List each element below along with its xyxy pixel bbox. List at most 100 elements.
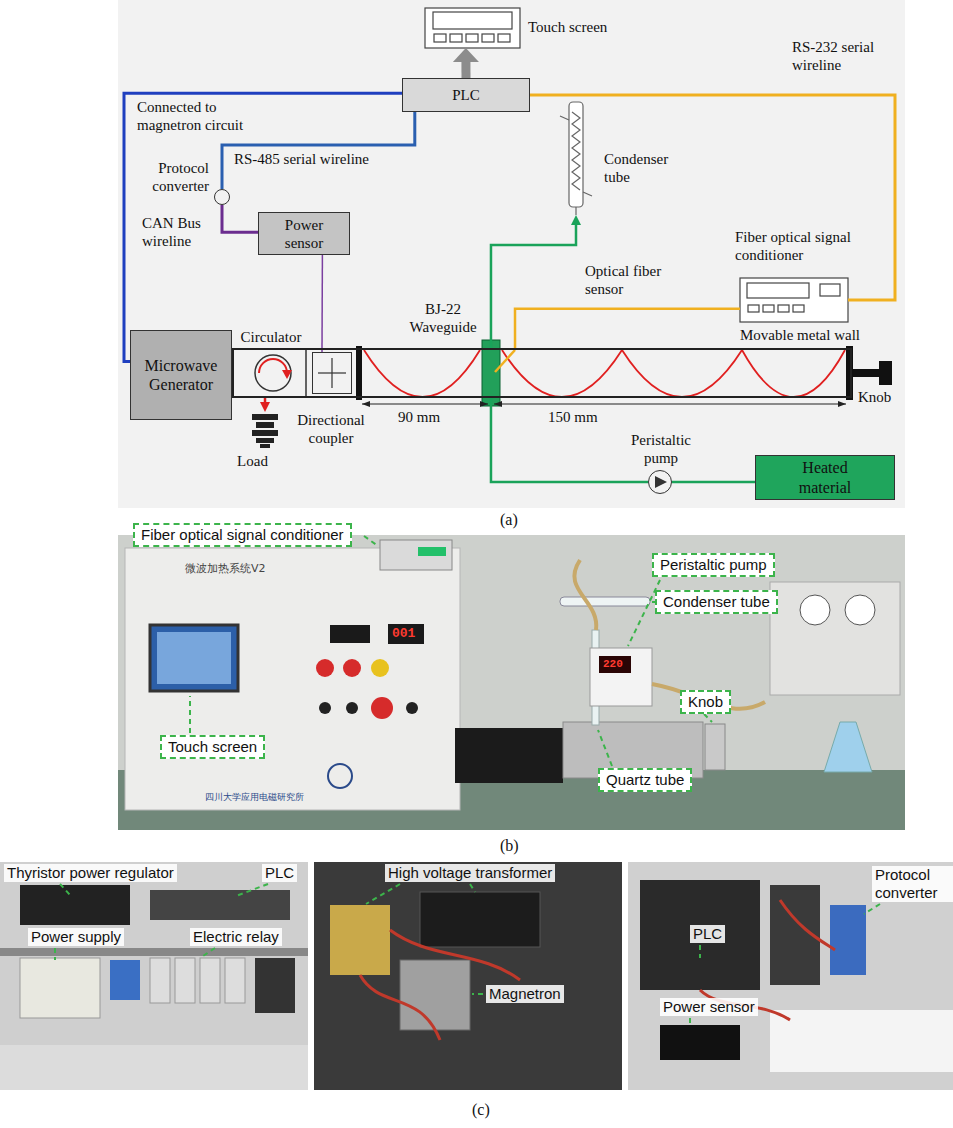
node-label: Power sensor [274,216,334,252]
generator-box: Microwave Generator [130,330,232,420]
signal-conditioner: Fiber optical signal conditioner [740,278,848,322]
photo-callout-label: Thyristor power regulator [4,864,177,882]
load-icon [252,430,278,436]
photo-leader [699,945,701,958]
node-label: Load [230,452,275,470]
connector-line [321,255,323,352]
photo-callout: Quartz tube [598,768,692,792]
part-label: Knob [858,388,891,406]
cabinet-photo [20,958,100,1018]
dimension-lines [362,401,370,407]
photo-leader [864,904,880,914]
dimension-lines [480,401,488,407]
lab-photo [800,595,830,625]
cabinet-photo [20,885,130,925]
photo-leader [364,536,378,546]
lab-photo [406,702,418,714]
lab-photo [455,728,563,783]
dimension-lines [494,404,846,405]
directional-coupler: Directional coupler [312,352,352,394]
cabinet-photo [0,948,308,956]
display-digits: 001 [392,626,415,642]
lab-photo [705,724,725,770]
photo-callout: Condenser tube [655,590,778,614]
magnetron-photo [420,892,540,947]
connector-label: Connected to magnetron circuit [135,98,271,134]
cabinet-photo [0,862,308,1090]
conditioner-icon [740,278,848,322]
condenser-tube: Condenser tube [558,100,594,215]
cabinet-photo [255,958,295,1013]
lab-photo [590,648,652,706]
dimension-label: 90 mm [398,408,440,426]
condenser-icon [560,102,592,215]
node-label: Fiber optical signal conditioner [141,526,344,544]
lab-photo [328,764,352,788]
photo-callout: Peristaltic pump [652,553,775,577]
panel-label: (a) [500,510,518,529]
photo-text: 微波加热系统V2 [185,562,266,575]
lab-photo [125,548,460,810]
node-label: Peristaltic pump [660,556,767,574]
waveguide-parts [356,346,362,400]
connector [222,205,258,232]
circulator: Circulator [240,350,306,396]
arrow-head [453,48,479,62]
load-icon [256,422,274,428]
lab-photo [150,625,238,691]
connector-line [515,309,740,348]
lab-photo [574,560,596,630]
connector [453,48,479,78]
connector [491,398,648,482]
lab-photo [316,659,334,677]
arrow-head [260,402,270,412]
touch-screen-icon [450,34,462,42]
photo-callout-label: Protocol converter [872,866,953,902]
photo-leader [190,536,712,766]
node-label: Touch screen [168,738,257,756]
connector-line [530,95,895,300]
arrow-head [571,215,581,225]
photo-leader [598,730,612,766]
waveguide-parts [282,370,292,379]
cabinet-photo [200,958,220,1003]
photo-leader [55,884,880,1024]
dimension-lines [362,404,488,405]
connector-line [124,93,402,361]
touch-screen: Touch screen [425,8,520,48]
plc-photo [640,880,760,990]
lab-photo [118,535,905,830]
photo-leader [54,948,56,960]
waveguide-parts [331,358,332,388]
node-label: Touch screen [528,18,628,36]
plc-photo [628,862,953,1090]
photo-callout-label: PLC [690,925,725,943]
panel-a-ground [118,0,905,508]
magnetron-photo [314,862,622,1090]
connector [515,309,740,348]
lab-photo [118,535,905,830]
connector [491,215,581,348]
lab-photo [319,702,331,714]
touch-screen-icon [498,34,510,42]
node-label: Fiber optical signal conditioner [735,228,885,264]
connector [260,396,270,412]
lab-photo [371,697,393,719]
connector-line [461,62,470,78]
panel-label: (c) [472,1100,490,1119]
load: Load [252,412,278,448]
conditioner-icon [820,284,840,296]
photo-callout-label: Power supply [28,928,124,946]
plc-photo [628,862,953,1090]
photo-callout: Touch screen [160,735,265,759]
lab-photo [560,597,650,606]
part-label: Optical fiber sensor [585,262,673,298]
load-icon [252,414,278,420]
photo-leader [366,884,400,904]
conditioner-icon [740,278,848,322]
conditioner-icon [763,305,774,312]
plc-photo [830,905,866,975]
photo-callout: Fiber optical signal conditioner [133,523,352,547]
